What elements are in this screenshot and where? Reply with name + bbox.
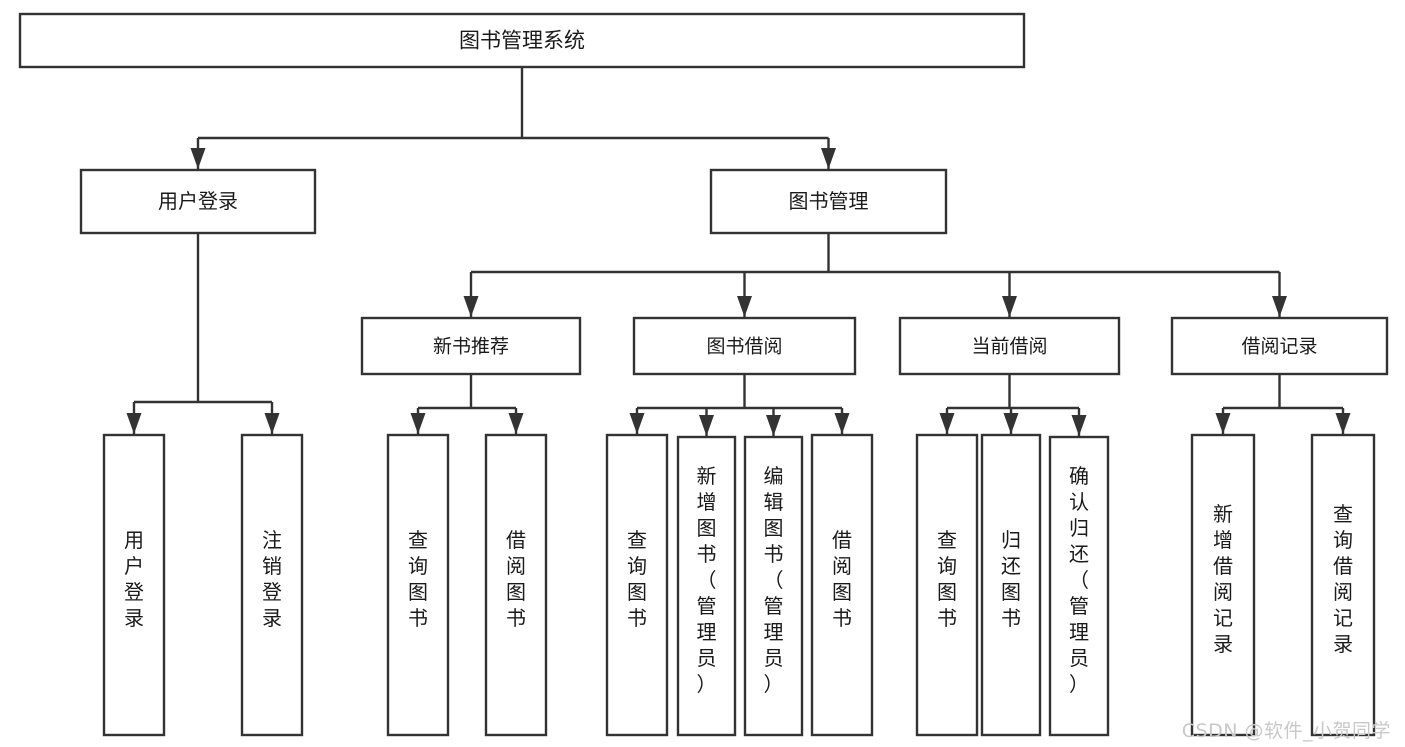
leaf-node-4[interactable]: 查询图书 [605, 433, 669, 737]
node-level1-0-label: 用户登录 [158, 189, 238, 213]
leaf-node-6[interactable]: 编辑图书（管理员） [743, 435, 804, 737]
node-level2-3[interactable]: 借阅记录 [1170, 316, 1389, 376]
leaf-node-7-label: 借阅图书 [832, 528, 852, 630]
node-level2-2-label: 当前借阅 [971, 336, 1047, 358]
leaf-node-2-label: 查询图书 [408, 528, 428, 630]
leaf-node-5-box [676, 435, 737, 737]
leaf-node-1[interactable]: 注销登录 [240, 433, 304, 737]
leaf-node-11-box [1190, 433, 1256, 737]
node-level2-2[interactable]: 当前借阅 [898, 316, 1121, 376]
leaf-node-4-label: 查询图书 [627, 528, 647, 630]
node-level2-1-box [632, 316, 857, 376]
leaf-node-2[interactable]: 查询图书 [386, 433, 450, 737]
node-root-图书管理系统-label: 图书管理系统 [459, 29, 585, 53]
leaf-node-12[interactable]: 查询借阅记录 [1310, 433, 1376, 737]
leaf-node-9-label: 归还图书 [1001, 528, 1021, 630]
leaf-node-0[interactable]: 用户登录 [102, 433, 166, 737]
node-root-图书管理系统[interactable]: 图书管理系统 [18, 12, 1026, 69]
node-level1-0-box [79, 168, 317, 235]
leaf-node-11-label: 新增借阅记录 [1213, 502, 1233, 656]
leaf-node-7[interactable]: 借阅图书 [810, 433, 874, 737]
leaf-node-2-box [386, 433, 450, 737]
leaf-node-6-box [743, 435, 804, 737]
leaf-node-10[interactable]: 确认归还（管理员） [1048, 435, 1110, 737]
leaf-node-5[interactable]: 新增图书（管理员） [676, 435, 737, 737]
node-level2-3-box [1170, 316, 1389, 376]
node-level2-1-label: 图书借阅 [706, 336, 782, 358]
leaf-node-9[interactable]: 归还图书 [980, 433, 1042, 737]
leaf-node-1-box [240, 433, 304, 737]
node-level2-0-label: 新书推荐 [433, 336, 509, 358]
watermark-text: CSDN @软件_小贺同学 [1181, 720, 1391, 742]
leaf-node-7-box [810, 433, 874, 737]
leaf-node-3-label: 借阅图书 [506, 528, 526, 630]
leaf-node-3-box [484, 433, 548, 737]
leaf-node-0-box [102, 433, 166, 737]
node-level2-0-box [360, 316, 582, 376]
leaf-node-8-box [915, 433, 979, 737]
node-level1-1-label: 图书管理 [789, 189, 869, 213]
leaf-node-10-label: 确认归还（管理员） [1069, 464, 1089, 696]
leaf-node-10-box [1048, 435, 1110, 737]
leaf-node-8[interactable]: 查询图书 [915, 433, 979, 737]
leaf-node-1-label: 注销登录 [262, 528, 282, 630]
node-level2-0[interactable]: 新书推荐 [360, 316, 582, 376]
leaf-node-12-box [1310, 433, 1376, 737]
leaf-node-3[interactable]: 借阅图书 [484, 433, 548, 737]
node-level2-1[interactable]: 图书借阅 [632, 316, 857, 376]
node-level1-1[interactable]: 图书管理 [709, 168, 948, 235]
leaf-node-4-box [605, 433, 669, 737]
node-level2-3-label: 借阅记录 [1241, 336, 1317, 358]
node-level1-0[interactable]: 用户登录 [79, 168, 317, 235]
leaf-node-12-label: 查询借阅记录 [1333, 502, 1353, 656]
leaf-node-6-label: 编辑图书（管理员） [764, 464, 784, 696]
leaf-node-8-label: 查询图书 [937, 528, 957, 630]
leaf-node-0-label: 用户登录 [124, 528, 144, 630]
node-level2-2-box [898, 316, 1121, 376]
leaf-node-11[interactable]: 新增借阅记录 [1190, 433, 1256, 737]
node-root-图书管理系统-box [18, 12, 1026, 69]
leaf-node-9-box [980, 433, 1042, 737]
leaf-node-5-label: 新增图书（管理员） [697, 464, 717, 696]
node-level1-1-box [709, 168, 948, 235]
